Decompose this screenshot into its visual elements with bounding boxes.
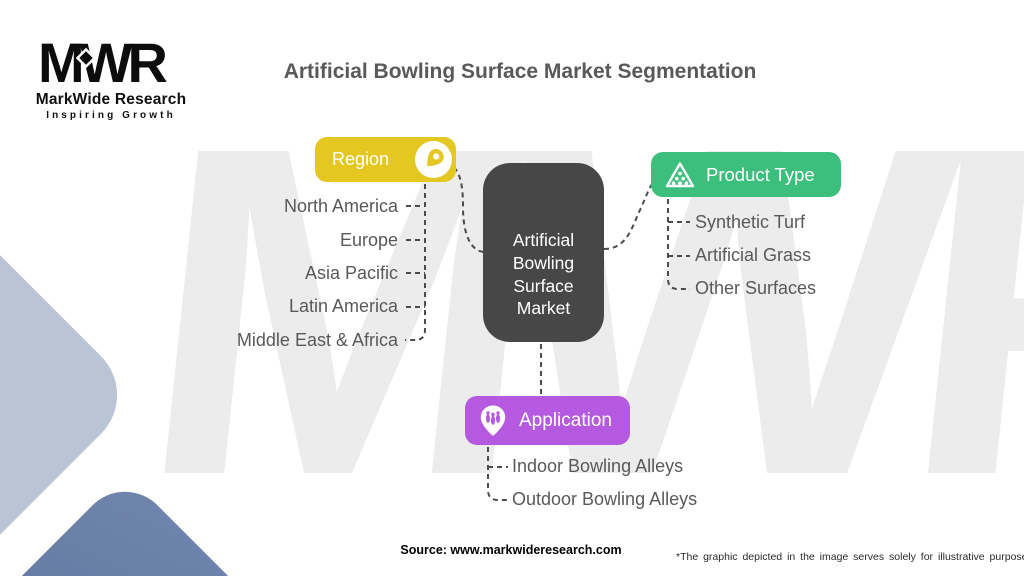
list-item-region: Europe [339, 230, 398, 250]
logo-tagline: Inspiring Growth [46, 110, 176, 121]
page-title: Artificial Bowling Surface Market Segmen… [283, 60, 757, 83]
list-item-product-type: Artificial Grass [695, 245, 812, 265]
branch-badge-application: Application [465, 396, 630, 445]
list-item-application: Indoor Bowling Alleys [512, 456, 684, 476]
logo-mwr-mark: MWR [38, 31, 173, 94]
logo-diamond-icon [75, 47, 97, 69]
source-text: Source: www.markwideresearch.com [400, 543, 622, 557]
map-pin-icon [415, 141, 452, 183]
connector-product-spine [667, 199, 690, 290]
connector-application-spine [487, 447, 508, 501]
center-node: Artificial Bowling Surface Market [483, 163, 604, 342]
rack-triangle-icon [664, 160, 696, 190]
list-item-region: Latin America [288, 296, 398, 316]
list-item-region: Asia Pacific [304, 263, 398, 283]
product-type-badge-label: Product Type [706, 163, 815, 185]
markwide-logo: MWR MarkWide Research Inspiring Growth [30, 31, 192, 121]
connector-region-spine [405, 184, 426, 341]
bowling-pins-pin-icon [476, 403, 510, 439]
logo-acronym: MWR [38, 36, 168, 90]
disclaimer-text: *The graphic depicted in the image serve… [676, 551, 1024, 563]
connector-region-to-center [437, 159, 485, 253]
region-badge-label: Region [332, 149, 390, 169]
list-item-product-type: Synthetic Turf [695, 212, 806, 232]
branch-badge-product-type: Product Type [651, 152, 841, 197]
list-item-region: North America [283, 196, 398, 216]
list-item-region: Middle East & Africa [236, 330, 398, 350]
list-item-application: Outdoor Bowling Alleys [512, 489, 698, 509]
application-badge-label: Application [519, 409, 612, 431]
branch-badge-region: Region [315, 137, 456, 182]
logo-name: MarkWide Research [35, 91, 187, 108]
list-item-product-type: Other Surfaces [695, 278, 817, 298]
connector-center-to-product [603, 177, 658, 250]
